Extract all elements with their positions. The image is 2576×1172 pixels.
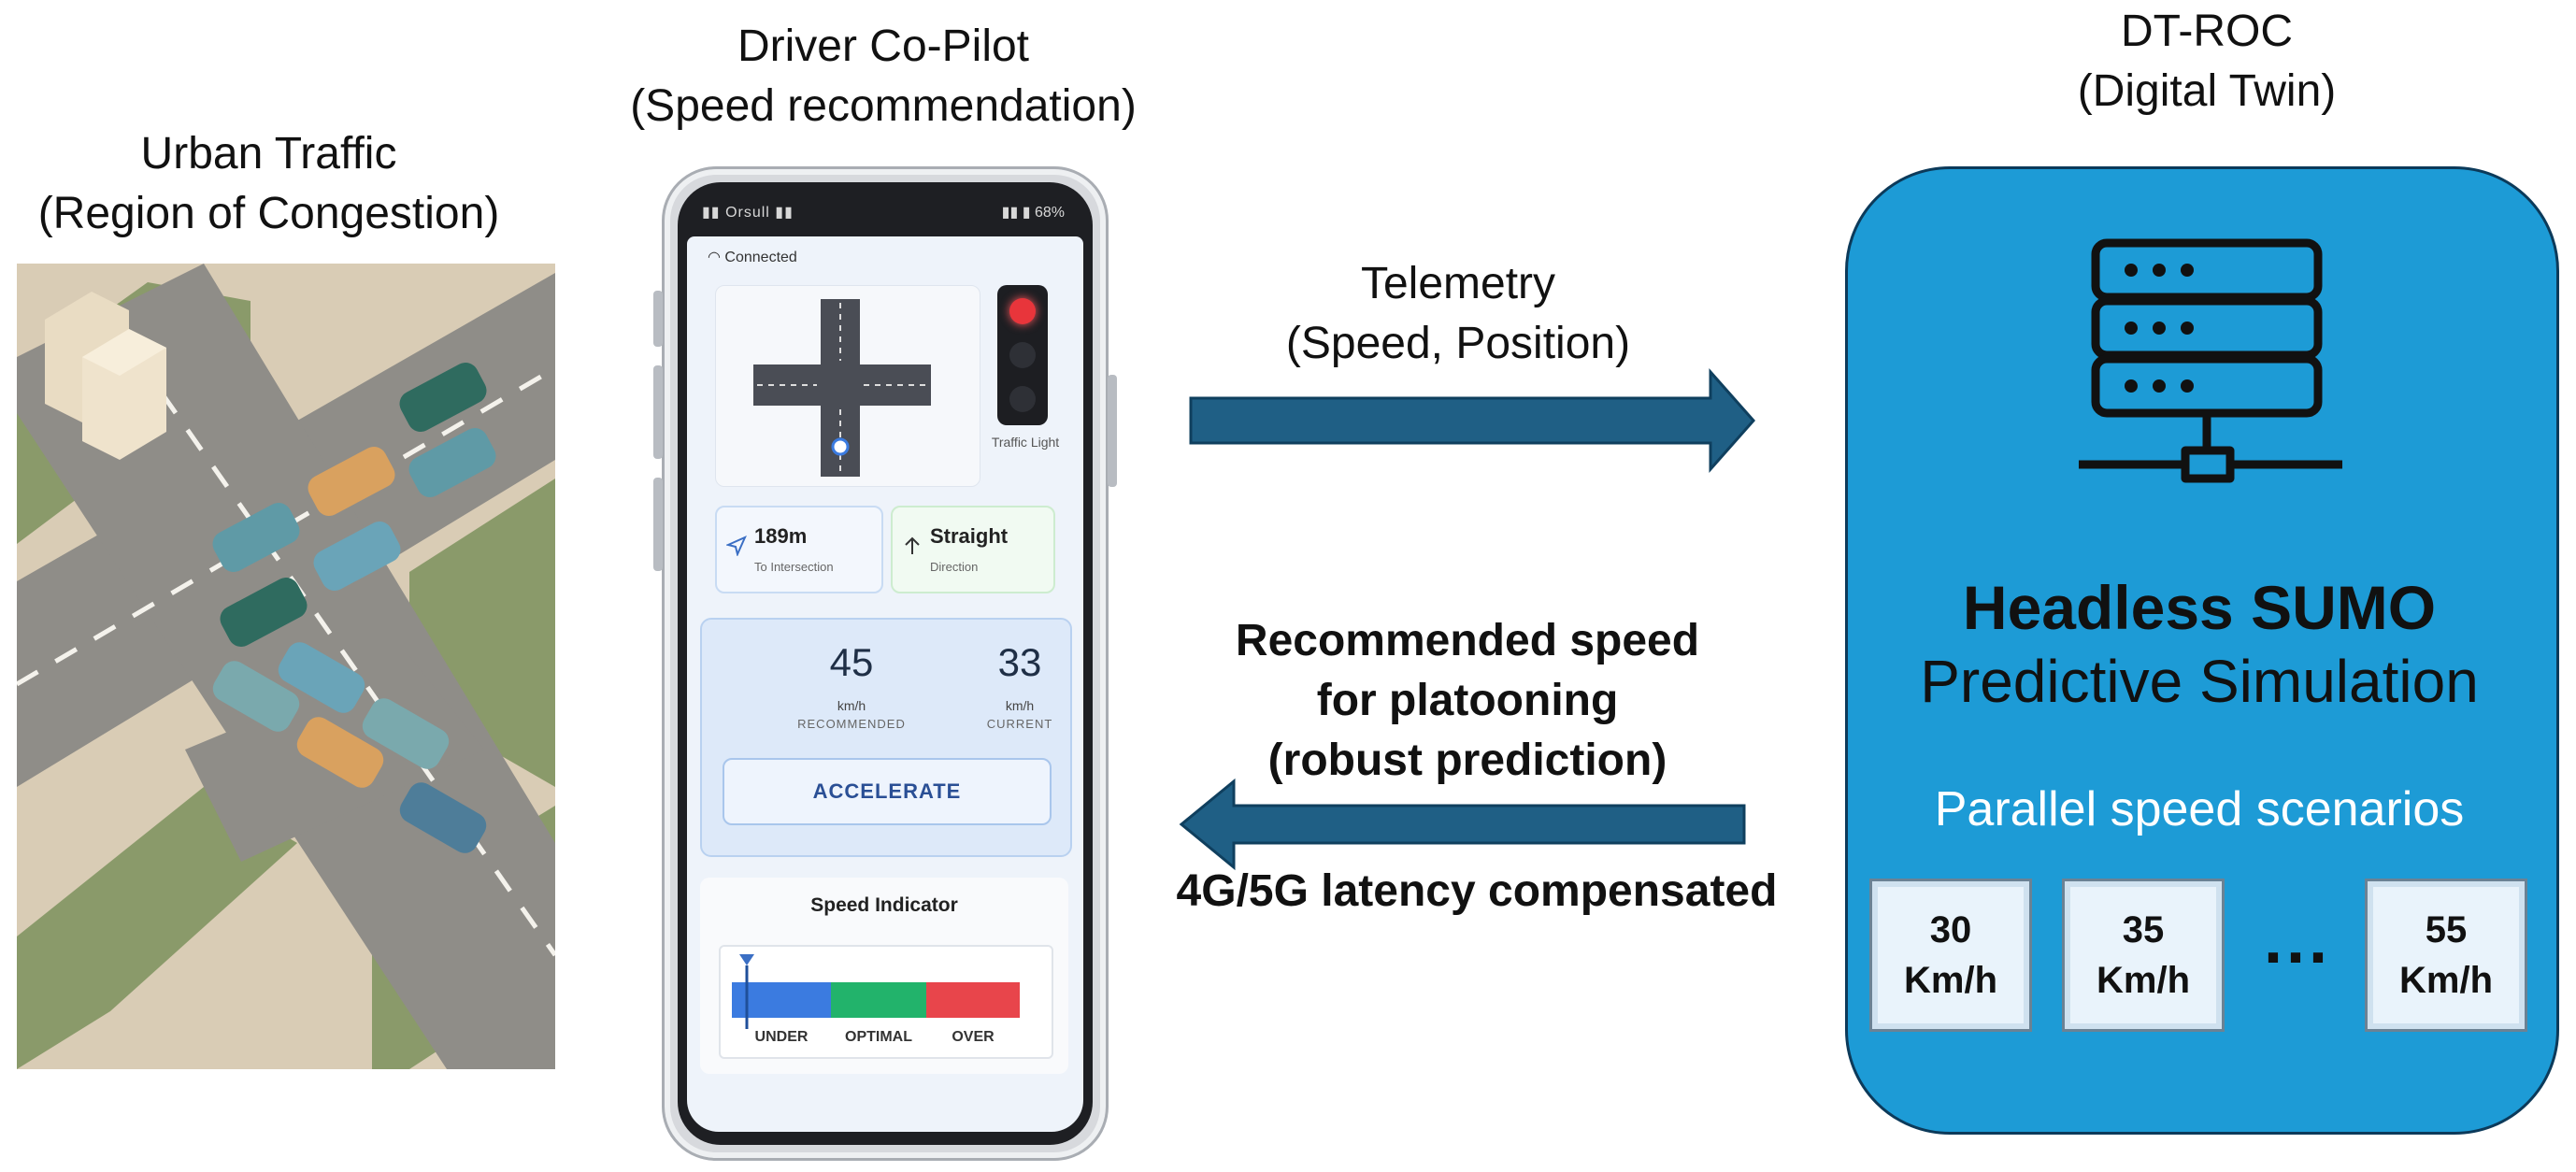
app-screen: ◠ Connected Traffic Light: [687, 236, 1083, 1132]
current-speed-value: 33: [997, 640, 1042, 684]
lane-markings: [17, 318, 555, 957]
recommend-line2: for platooning: [1316, 676, 1619, 725]
recommend-line3: (robust prediction): [1267, 736, 1667, 785]
cars: [212, 363, 496, 853]
scenario-value: 55: [2425, 909, 2468, 950]
predictive-simulation-subtitle: Predictive Simulation: [1920, 648, 2479, 715]
copilot-title-line2: (Speed recommendation): [630, 81, 1137, 131]
scenario-box-35: 35 Km/h: [2062, 879, 2225, 1032]
scenario-value: 30: [1929, 909, 1972, 950]
speed-indicator-title: Speed Indicator: [810, 894, 958, 916]
recommendation-label: Recommended speed for platooning (robust…: [1140, 611, 1795, 791]
connected-label: Connected: [724, 250, 797, 265]
navigation-arrow-icon: [726, 536, 747, 556]
phone-volume-up-button: [653, 365, 663, 459]
status-carrier: ▮▮ Orsull ▮▮: [702, 205, 794, 221]
telemetry-label: Telemetry (Speed, Position): [1206, 254, 1710, 374]
scenario-unit: Km/h: [2097, 960, 2190, 1001]
urban-traffic-title: Urban Traffic (Region of Congestion): [0, 124, 537, 244]
headless-sumo-title: Headless SUMO: [1962, 573, 2437, 642]
grass-lot-bottom-left: [17, 787, 297, 1069]
optimal-segment: [831, 982, 926, 1018]
distance-card: 189m To Intersection: [715, 506, 883, 593]
phone-volume-down-button: [653, 478, 663, 571]
traffic-light-icon: [997, 285, 1048, 425]
vehicle-position-icon: [831, 437, 850, 456]
recommended-speed-unit: km/h: [837, 698, 866, 713]
amber-lamp: [1009, 342, 1036, 368]
dtroc-title-line2: (Digital Twin): [2077, 66, 2337, 116]
status-bar: ▮▮ Orsull ▮▮ ▮▮ ▮ 68%: [678, 182, 1093, 235]
buildings: [45, 292, 166, 460]
smartphone: ▮▮ Orsull ▮▮ ▮▮ ▮ 68% ◠ Connected: [653, 166, 1117, 1161]
green-lamp: [1009, 386, 1036, 412]
speed-indicator-card: Speed Indicator UNDER OPTIMAL OVER: [700, 878, 1068, 1074]
scenario-unit: Km/h: [1904, 960, 1997, 1001]
phone-power-button: [1108, 375, 1117, 487]
latency-label: 4G/5G latency compensated: [1176, 866, 1778, 916]
distance-value: 189m: [754, 524, 808, 548]
phone-bezel: ▮▮ Orsull ▮▮ ▮▮ ▮ 68% ◠ Connected: [678, 182, 1093, 1145]
intersection-map-graphic: [753, 299, 931, 477]
over-segment: [926, 982, 1020, 1018]
recommend-line1: Recommended speed: [1235, 616, 1700, 665]
dtroc-title: DT-ROC (Digital Twin): [2053, 2, 2361, 121]
telemetry-line2: (Speed, Position): [1285, 319, 1631, 368]
status-battery: ▮▮ ▮ 68%: [1001, 205, 1065, 221]
distance-sub: To Intersection: [754, 560, 834, 574]
direction-card: Straight Direction: [891, 506, 1055, 593]
phone-side-button: [653, 291, 663, 347]
driver-copilot-title: Driver Co-Pilot (Speed recommendation): [580, 17, 1187, 136]
wifi-icon: ◠: [708, 250, 721, 265]
current-speed-label: CURRENT: [986, 717, 1053, 731]
under-label: UNDER: [754, 1029, 809, 1045]
urban-title-line1: Urban Traffic: [140, 129, 397, 179]
recommendation-arrow: [1179, 778, 1746, 871]
accelerate-button[interactable]: ACCELERATE: [723, 758, 1052, 825]
arrow-up-icon: [905, 536, 920, 554]
direction-sub: Direction: [930, 560, 979, 574]
parallel-scenarios-title: Parallel speed scenarios: [1934, 782, 2465, 836]
copilot-title-line1: Driver Co-Pilot: [737, 21, 1030, 71]
current-speed-unit: km/h: [1005, 698, 1035, 713]
under-segment: [732, 982, 831, 1018]
dtroc-title-line1: DT-ROC: [2121, 7, 2293, 56]
scenario-value: 35: [2122, 909, 2165, 950]
telemetry-line1: Telemetry: [1360, 259, 1556, 308]
traffic-light-label: Traffic Light: [991, 435, 1060, 450]
scenario-unit: Km/h: [2399, 960, 2493, 1001]
urban-title-line2: (Region of Congestion): [37, 189, 500, 238]
speed-indicator-gauge: UNDER OPTIMAL OVER: [719, 945, 1053, 1059]
telemetry-arrow: [1189, 368, 1756, 473]
optimal-label: OPTIMAL: [845, 1029, 912, 1045]
scenario-box-55: 55 Km/h: [2365, 879, 2527, 1032]
connection-status: ◠ Connected: [708, 248, 797, 266]
intersection-map[interactable]: [715, 285, 980, 487]
scenario-box-30: 30 Km/h: [1869, 879, 2032, 1032]
red-lamp: [1009, 298, 1036, 324]
ellipsis: ...: [2263, 903, 2331, 978]
recommended-speed-label: RECOMMENDED: [797, 717, 906, 731]
direction-value: Straight: [930, 524, 1009, 548]
over-label: OVER: [952, 1029, 995, 1045]
urban-intersection-illustration: [17, 264, 555, 1069]
speed-recommendation-card: 45 km/h RECOMMENDED 33 km/h CURRENT ACCE…: [700, 618, 1072, 857]
server-icon: [2079, 238, 2342, 483]
speed-marker-icon: [739, 954, 754, 1029]
recommended-speed-value: 45: [829, 640, 874, 684]
